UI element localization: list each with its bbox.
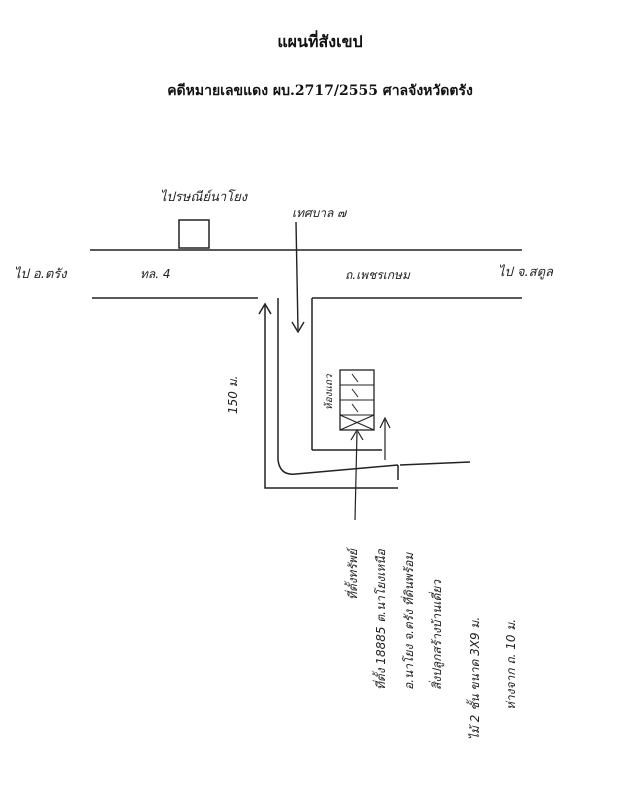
house-tick: [351, 388, 359, 398]
label-to-east: ไป จ.สตูล: [498, 265, 554, 280]
lane-bottom-left-edge: [277, 459, 399, 475]
label-route: ทล. 4: [140, 267, 171, 281]
case-number: คดีหมายเลขแดง ผบ.2717/2555 ศาลจังหวัดตรั…: [167, 83, 473, 99]
distance-arrowhead: [258, 302, 272, 315]
target-plot-cross: [339, 414, 375, 431]
target-pointer-line: [354, 431, 358, 521]
lane-side-arrowhead: [379, 416, 391, 429]
lane-extension-top: [399, 461, 471, 466]
distance-path: [264, 305, 398, 489]
label-village: เทศบาล ๗: [292, 206, 347, 220]
label-distance: 150 ม.: [226, 375, 240, 414]
house-tick: [351, 373, 359, 383]
label-road: ถ.เพชรเกษม: [345, 268, 410, 282]
note-line: ไม้ 2 ชั้น ขนาด 3X9 ม.: [468, 616, 482, 740]
village-pointer-line: [295, 221, 299, 331]
target-pointer-arrowhead: [350, 428, 364, 441]
house-tick: [351, 403, 359, 413]
label-target: ที่ตั้งทรัพย์: [346, 549, 360, 600]
village-pointer-arrowhead: [291, 321, 305, 334]
note-line: ห่างจาก ถ. 10 ม.: [504, 618, 518, 710]
label-to-west: ไป อ.ตรัง: [14, 267, 67, 282]
note-line: อ.นาโยง จ.ตรัง ที่ดินพร้อม: [402, 552, 416, 690]
page-title: แผนที่สังเขป: [277, 32, 363, 51]
label-row-houses: ห้องแถว: [324, 374, 335, 410]
note-line: ที่ตั้ง 18885 ต.นาโยงเหนือ: [374, 549, 388, 690]
note-line: สิ่งปลูกสร้างบ้านเดี่ยว: [430, 579, 444, 690]
label-post-office: ไปรษณีย์นาโยง: [160, 190, 248, 205]
post-office-box: [178, 219, 210, 249]
